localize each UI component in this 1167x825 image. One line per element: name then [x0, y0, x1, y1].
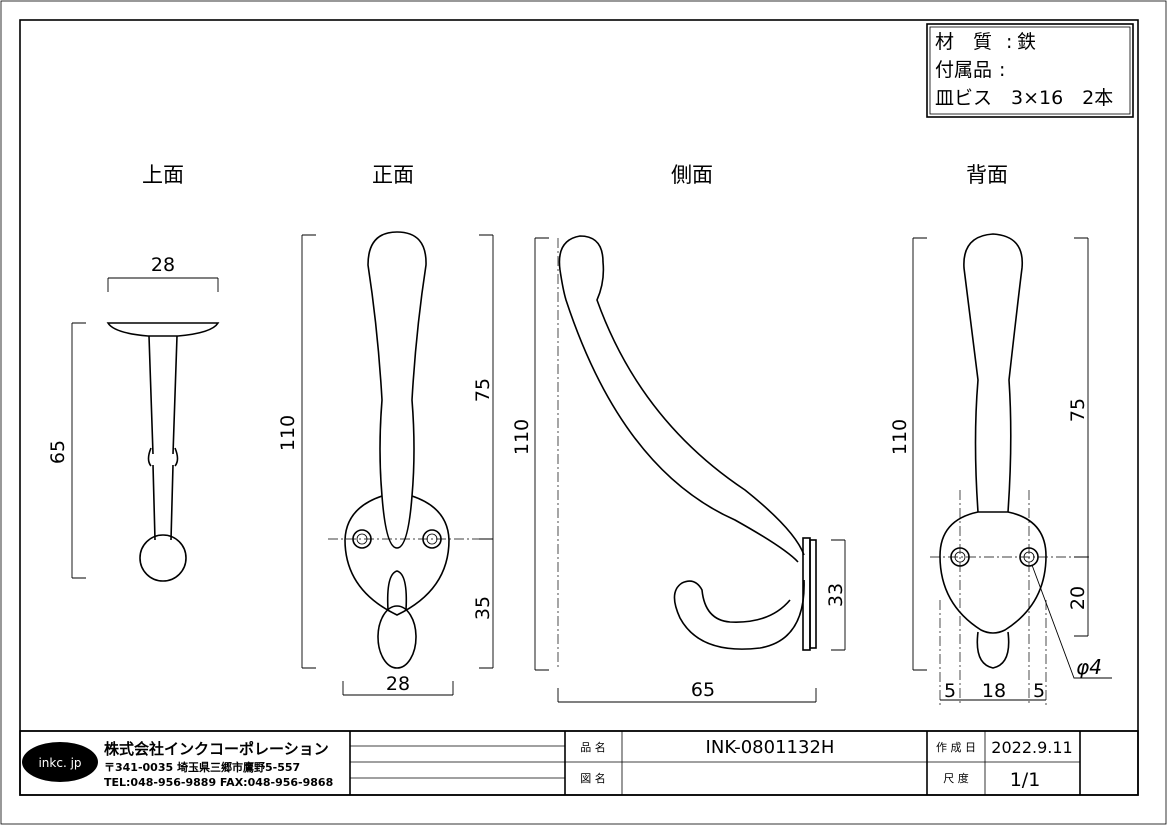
spec-box: 材 質 : 鉄 付属品 : 皿ビス 3×16 2本 — [926, 23, 1134, 118]
dim-back-hole: φ4 — [1076, 655, 1102, 679]
dim-side-depth: 65 — [691, 679, 715, 701]
dim-top-height: 65 — [47, 440, 69, 464]
product-label: 品 名 — [580, 740, 606, 754]
company-name: 株式会社インクコーポレーション — [104, 740, 329, 758]
back-view: 110 75 20 φ4 5 18 5 — [889, 233, 1112, 705]
view-title-front: 正面 — [372, 163, 414, 187]
material-value: 鉄 — [1017, 31, 1036, 53]
dim-side-plate: 33 — [825, 583, 847, 607]
view-title-back: 背面 — [966, 163, 1008, 187]
scale-value: 1/1 — [1010, 769, 1041, 791]
date-label: 作 成 日 — [936, 741, 976, 754]
drawing-label: 図 名 — [580, 771, 606, 785]
dim-front-lower: 35 — [472, 596, 494, 620]
dim-front-total: 110 — [277, 415, 299, 451]
company-address: 〒341-0035 埼玉県三郷市鷹野5-557 — [104, 760, 300, 774]
logo-text: inkc. jp — [38, 756, 81, 770]
side-view: 110 65 33 — [511, 235, 847, 703]
company-logo — [22, 742, 98, 782]
dim-back-mid: 18 — [982, 680, 1006, 702]
dim-back-right: 5 — [1033, 680, 1045, 702]
top-view: 28 65 — [47, 254, 220, 582]
material-label: 材 質 — [935, 31, 992, 53]
dim-back-upper: 75 — [1067, 398, 1089, 422]
title-block: inkc. jp 株式会社インクコーポレーション 〒341-0035 埼玉県三郷… — [19, 730, 1139, 796]
drawing-frame — [19, 19, 1139, 796]
dim-back-total: 110 — [889, 419, 911, 455]
dim-back-left: 5 — [944, 680, 956, 702]
company-phone: TEL:048-956-9889 FAX:048-956-9868 — [104, 776, 333, 789]
accessory-separator: : — [999, 59, 1005, 81]
product-value: INK-0801132H — [706, 737, 835, 758]
material-separator: : — [1006, 31, 1012, 53]
dim-front-upper: 75 — [472, 378, 494, 402]
scale-label: 尺 度 — [943, 771, 969, 785]
screw-spec: 皿ビス 3×16 2本 — [935, 87, 1113, 109]
accessory-label: 付属品 — [935, 59, 992, 81]
view-title-side: 側面 — [671, 163, 713, 187]
dim-top-width: 28 — [151, 254, 175, 276]
view-title-top: 上面 — [142, 163, 184, 187]
date-value: 2022.9.11 — [991, 738, 1072, 757]
dim-front-width: 28 — [386, 673, 410, 695]
dim-side-total: 110 — [511, 419, 533, 455]
dim-back-lower: 20 — [1067, 586, 1089, 610]
front-view: 110 75 35 28 — [277, 231, 494, 696]
